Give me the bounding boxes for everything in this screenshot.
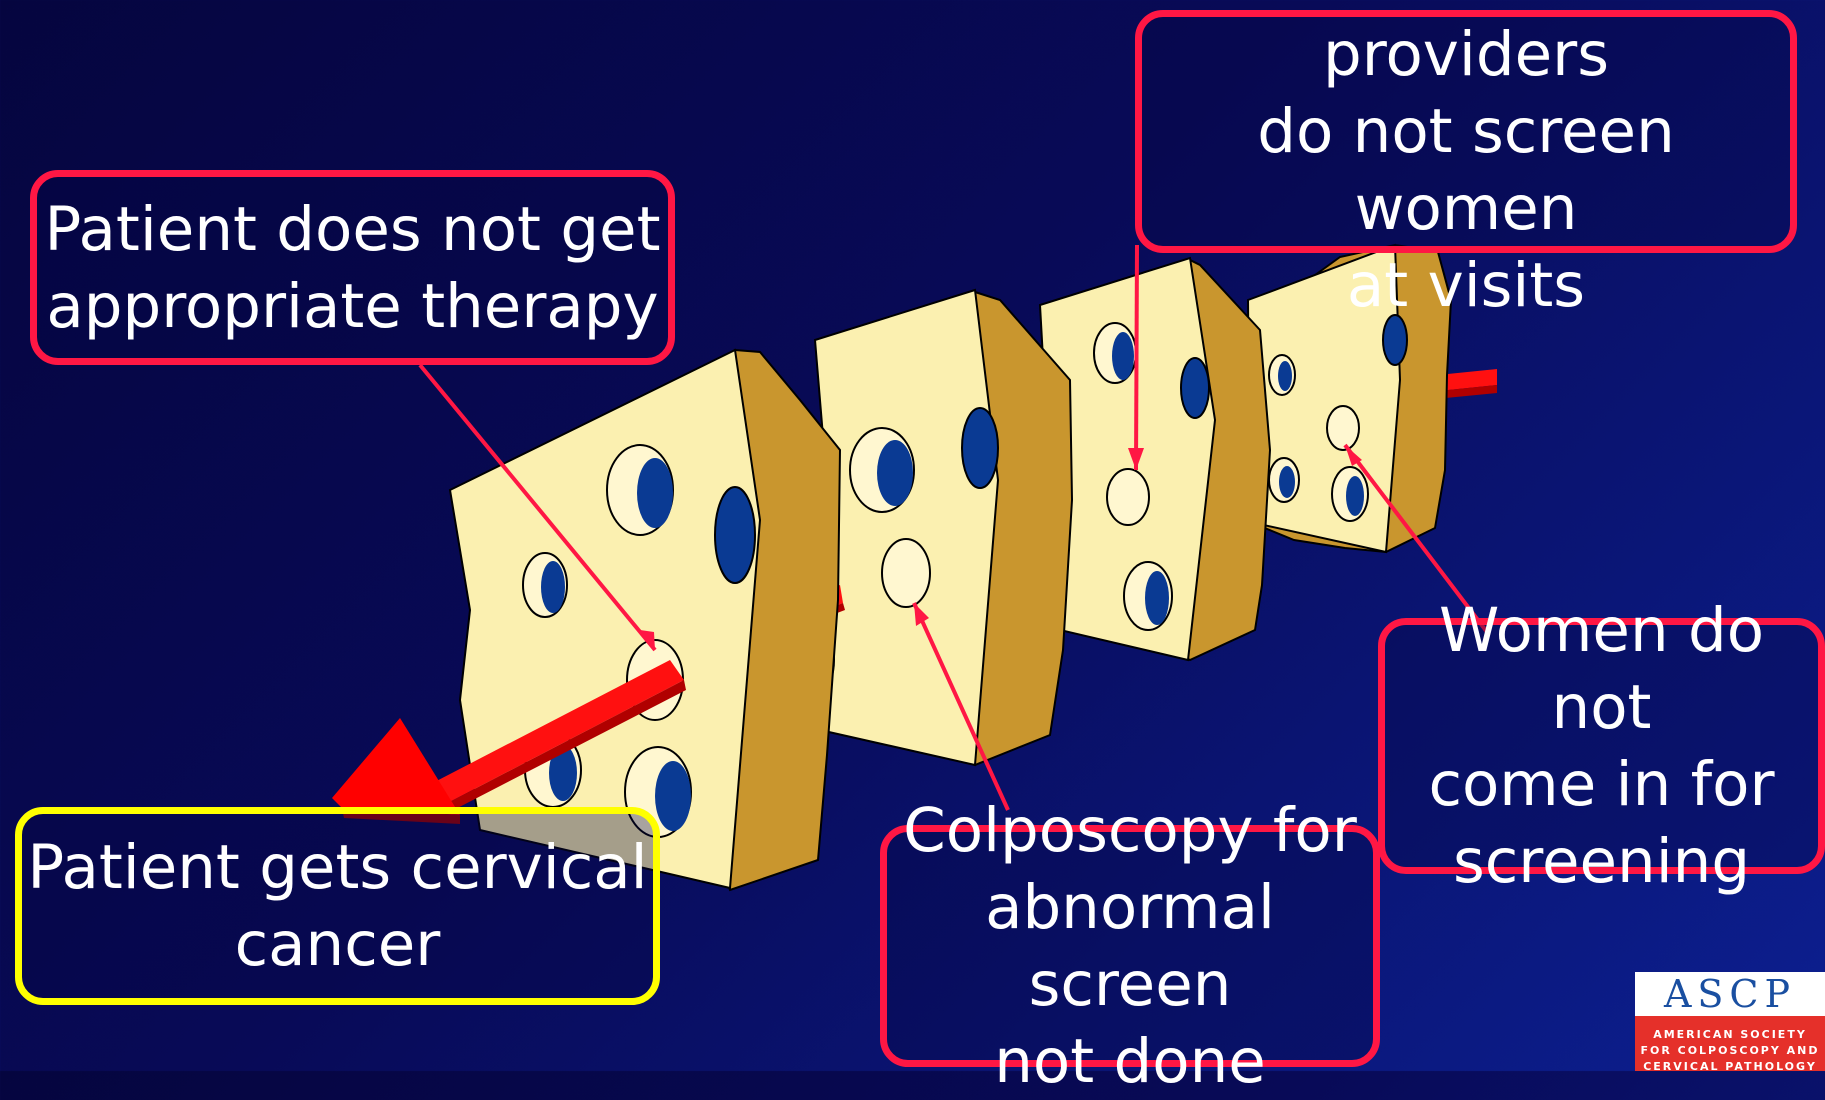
callout-colposcopy-text: Colposcopy for abnormal screen not done [887, 792, 1373, 1100]
logo-mark: ASCP [1635, 972, 1825, 1016]
callout-no-therapy-text: Patient does not get appropriate therapy [45, 191, 661, 345]
hole [715, 487, 755, 583]
hole [607, 445, 673, 535]
callout-women-text: Women do not come in for screening [1385, 592, 1818, 900]
hole [1332, 467, 1368, 521]
callout-no-therapy: Patient does not get appropriate therapy [30, 170, 675, 365]
hole [523, 553, 567, 617]
logo-line-2: FOR COLPOSCOPY AND [1635, 1044, 1825, 1057]
callout-providers-text: Health care providers do not screen wome… [1142, 0, 1790, 324]
logo-line-1: AMERICAN SOCIETY [1635, 1028, 1825, 1041]
callout-outcome-cancer: Patient gets cervical cancer [15, 807, 660, 1005]
logo-line-3: CERVICAL PATHOLOGY [1635, 1060, 1825, 1071]
hole [1269, 458, 1299, 502]
hole [962, 408, 998, 488]
hole [1181, 358, 1209, 418]
hole [850, 428, 914, 512]
hole-arrow-pass [882, 539, 930, 607]
hole-arrow-pass [1107, 469, 1149, 525]
hole [1094, 323, 1136, 383]
callout-colposcopy-not-done: Colposcopy for abnormal screen not done [880, 825, 1380, 1067]
cheese-slice-2 [810, 290, 1072, 765]
ascp-logo: ASCP AMERICAN SOCIETY FOR COLPOSCOPY AND… [1635, 972, 1825, 1071]
hole [1327, 406, 1359, 450]
callout-providers-do-not-screen: Health care providers do not screen wome… [1135, 10, 1797, 253]
callout-women-not-screened: Women do not come in for screening [1378, 618, 1825, 874]
hole [1269, 355, 1295, 395]
callout-outcome-text: Patient gets cervical cancer [27, 829, 647, 983]
hole [1124, 562, 1172, 630]
